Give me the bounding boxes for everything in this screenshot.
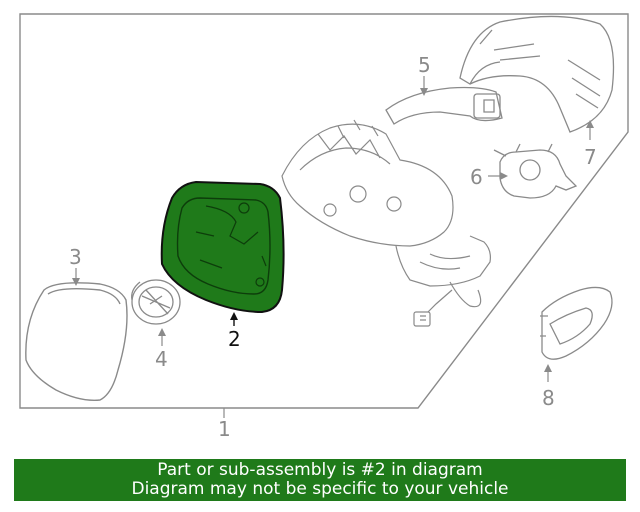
parts-diagram: 1 7 5 6 (19, 13, 629, 441)
callout-7: 7 (584, 145, 597, 169)
arrowhead-3 (72, 278, 80, 286)
mirror-frame-part-highlighted (160, 180, 285, 314)
banner-line-1: Part or sub-assembly is #2 in diagram (157, 460, 483, 480)
motor-part (493, 143, 578, 199)
arrowhead-2 (230, 312, 238, 320)
bracket-part (540, 286, 613, 360)
arrowhead-6 (500, 172, 508, 180)
mirror-glass-part (25, 282, 128, 401)
arrowhead-4 (158, 328, 166, 336)
callout-4: 4 (155, 347, 168, 371)
mirror-cover-part (459, 15, 615, 133)
callout-3: 3 (69, 245, 82, 269)
turn-signal-part (385, 86, 503, 125)
callout-2: 2 (228, 327, 241, 351)
mirror-housing-assembly (281, 119, 491, 327)
banner-line-2: Diagram may not be specific to your vehi… (131, 479, 509, 499)
actuator-part (131, 279, 181, 325)
info-banner: Part or sub-assembly is #2 in diagram Di… (14, 459, 626, 501)
arrowhead-7 (586, 120, 594, 128)
callout-1: 1 (218, 417, 231, 441)
callout-8: 8 (542, 386, 555, 410)
arrowhead-5 (420, 88, 428, 96)
assembly-outline (19, 13, 629, 409)
callout-5: 5 (418, 53, 431, 77)
arrowhead-8 (544, 364, 552, 372)
callout-6: 6 (470, 165, 483, 189)
